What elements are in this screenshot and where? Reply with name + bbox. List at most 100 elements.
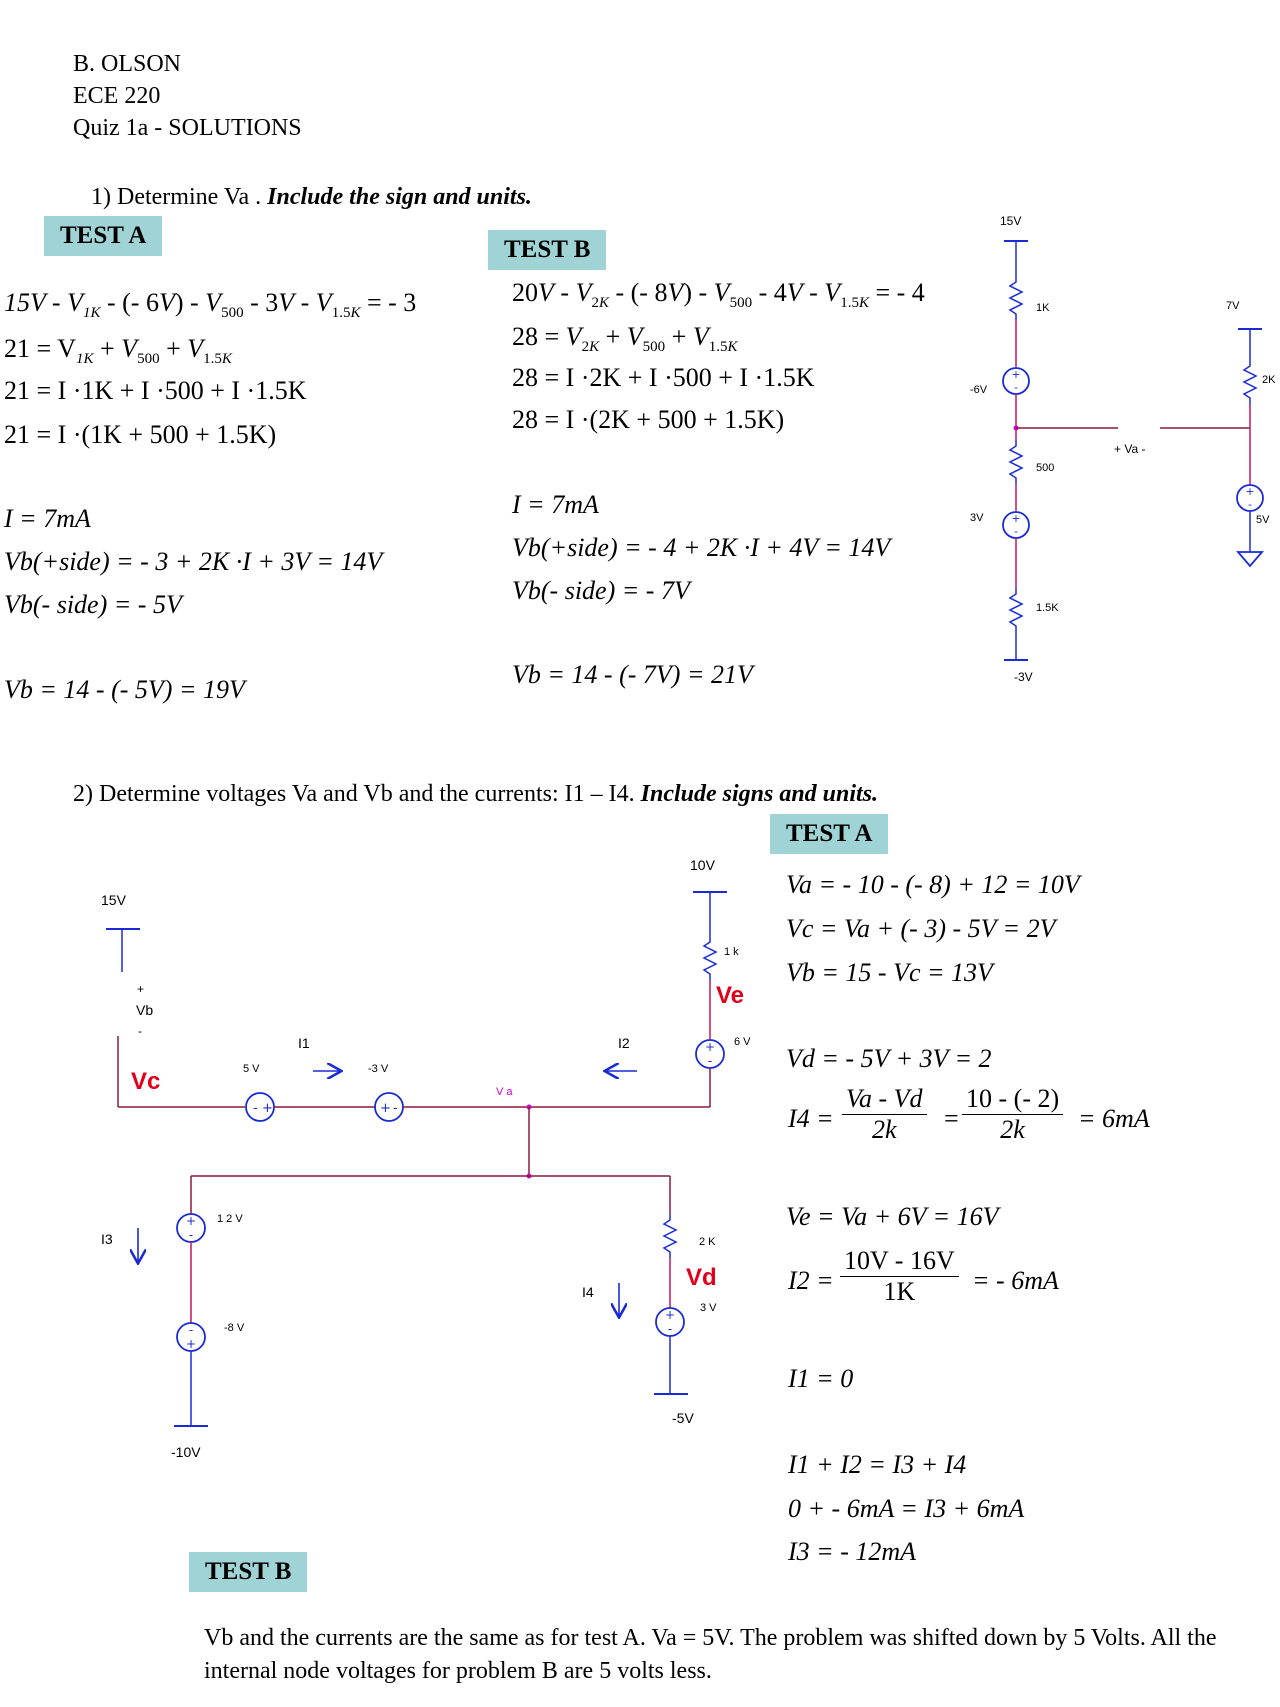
q2a-i4-eq: = xyxy=(944,1104,959,1133)
q1a-eq-4: 21 = I ·(1K + 500 + 1.5K) xyxy=(4,420,277,449)
q2-test-b-tag: TEST B xyxy=(189,1552,308,1592)
q2-node-va: V a xyxy=(496,1086,513,1098)
q1-circuit-va-label: + Va - xyxy=(1114,442,1146,456)
q1-circuit-right-supply: 7V xyxy=(1226,300,1240,312)
q1a-eq-6: Vb(+side) = - 3 + 2K ·I + 3V = 14V xyxy=(4,547,383,576)
q2-test-a-tag: TEST A xyxy=(770,814,889,854)
q2a-i4-frac2: 10 - (- 2) 2k xyxy=(962,1084,1064,1145)
q2-i1-label: I1 xyxy=(298,1035,310,1051)
q2-r-2k: 2 K xyxy=(699,1236,716,1248)
q1b-eq-2: 28 = V2K + V500 + V1.5K xyxy=(512,322,738,356)
q2a-i4-frac1: Va - Vd 2k xyxy=(842,1084,927,1145)
q2a-eq-kcl2: 0 + - 6mA = I3 + 6mA xyxy=(788,1494,1025,1523)
q2-test-b-text: Vb and the currents are the same as for … xyxy=(204,1625,1217,1684)
q2a-eq-i1: I1 = 0 xyxy=(788,1364,854,1393)
svg-text:-: - xyxy=(393,1101,398,1116)
document-title: Quiz 1a - SOLUTIONS xyxy=(73,115,302,141)
q2-resistor-1k xyxy=(702,936,718,980)
q1-circuit-src3-label: 5V xyxy=(1256,514,1270,526)
q1b-eq-4: 28 = I ·(2K + 500 + 1.5K) xyxy=(512,405,785,434)
q2a-eq-ve: Ve = Va + 6V = 16V xyxy=(786,1202,999,1231)
q2a-eq-vd: Vd = - 5V + 3V = 2 xyxy=(786,1044,992,1073)
svg-text:+: + xyxy=(186,1214,196,1228)
course: ECE 220 xyxy=(73,83,161,109)
question-1-prompt: 1) Determine Va . xyxy=(91,184,262,210)
svg-text:+: + xyxy=(262,1101,273,1116)
q1-circuit-r1-label: 1K xyxy=(1036,302,1050,314)
q2-vb-label: Vb xyxy=(136,1002,154,1018)
q1a-eq-1: 15V - V1K - (- 6V) - V500 - 3V - V1.5K =… xyxy=(4,288,417,322)
svg-text:-: - xyxy=(1014,525,1018,538)
q2a-eq-kcl: I1 + I2 = I3 + I4 xyxy=(788,1450,967,1479)
q2a-eq-i3: I3 = - 12mA xyxy=(788,1537,917,1566)
q2a-eq-vc: Vc = Va + (- 3) - 5V = 2V xyxy=(786,914,1056,943)
q2-bottom-left: -10V xyxy=(171,1444,201,1460)
q2-r-1k: 1 k xyxy=(724,946,739,958)
question-2: 2) Determine voltages Va and Vb and the … xyxy=(73,781,878,808)
q2-node-ve: Ve xyxy=(716,982,745,1009)
q1b-eq-7: Vb(- side) = - 7V xyxy=(512,576,690,605)
svg-text:-: - xyxy=(668,1322,672,1336)
q2-src-6v: 6 V xyxy=(734,1036,751,1048)
q1b-eq-3: 28 = I ·2K + I ·500 + I ·1.5K xyxy=(512,363,815,392)
q1-ground-icon xyxy=(1236,551,1264,568)
svg-text:+: + xyxy=(1011,512,1020,525)
q1-test-a-tag: TEST A xyxy=(44,216,163,256)
question-2-prompt: 2) Determine voltages Va and Vb and the … xyxy=(73,781,635,807)
q2-left-supply: 15V xyxy=(101,892,126,908)
q1-circuit-r4-label: 2K xyxy=(1262,374,1276,386)
svg-text:+: + xyxy=(1011,368,1020,381)
q2-vb-plus: + xyxy=(137,982,145,996)
q1a-eq-5: I = 7mA xyxy=(4,504,91,533)
svg-text:+: + xyxy=(705,1040,715,1054)
svg-text:-: - xyxy=(1014,381,1018,394)
q2-i4-label: I4 xyxy=(582,1284,594,1300)
q1-resistor-500 xyxy=(1008,440,1024,484)
q2-node-vc: Vc xyxy=(131,1068,161,1095)
q2-resistor-2k xyxy=(662,1214,678,1258)
question-1-emphasis: Include the sign and units. xyxy=(267,184,532,210)
svg-text:+: + xyxy=(665,1308,675,1322)
q1-test-b-tag: TEST B xyxy=(488,230,607,270)
q1-circuit-src2-label: 3V xyxy=(970,512,984,524)
q1-circuit-bottom: -3V xyxy=(1014,670,1033,684)
q1b-eq-5: I = 7mA xyxy=(512,490,599,519)
q1-circuit-src1-label: -6V xyxy=(970,384,988,396)
q2-src-3v: 3 V xyxy=(700,1302,717,1314)
q1a-eq-3: 21 = I ·1K + I ·500 + I ·1.5K xyxy=(4,376,307,405)
q1-circuit: + - + - + - xyxy=(1002,240,1264,661)
q1a-eq-7: Vb(- side) = - 5V xyxy=(4,590,182,619)
q2a-i4-label: I4 = xyxy=(788,1104,834,1133)
question-1: 1) Determine Va . Include the sign and u… xyxy=(91,184,532,211)
q2-src-m3v: -3 V xyxy=(368,1063,389,1075)
q1a-eq-8: Vb = 14 - (- 5V) = 19V xyxy=(4,675,245,704)
svg-text:+: + xyxy=(186,1337,196,1351)
svg-text:-: - xyxy=(253,1101,258,1116)
svg-text:+: + xyxy=(380,1101,391,1116)
q1b-eq-1: 20V - V2K - (- 8V) - V500 - 4V - V1.5K =… xyxy=(512,278,925,312)
q2-circuit: - + + - + - + - - + xyxy=(106,891,727,1427)
svg-text:-: - xyxy=(189,1323,193,1337)
svg-text:-: - xyxy=(1248,498,1252,511)
q2-i2-label: I2 xyxy=(618,1035,630,1051)
q2-i3-label: I3 xyxy=(101,1231,113,1247)
q2a-eq-va: Va = - 10 - (- 8) + 12 = 10V xyxy=(786,870,1080,899)
q2-src-12v: 1 2 V xyxy=(217,1213,243,1225)
q1-circuit-r2-label: 500 xyxy=(1036,462,1055,474)
q1-resistor-1-5k xyxy=(1008,588,1024,632)
q1a-eq-2: 21 = V1K + V500 + V1.5K xyxy=(4,334,232,368)
q1-circuit-r3-label: 1.5K xyxy=(1036,602,1059,614)
q2a-i4-result: = 6mA xyxy=(1078,1104,1150,1133)
author: B. OLSON xyxy=(73,51,182,77)
svg-text:-: - xyxy=(708,1054,712,1068)
q2a-i2-label: I2 = xyxy=(788,1266,834,1295)
svg-text:-: - xyxy=(189,1228,193,1242)
q1-resistor-2k xyxy=(1242,360,1258,404)
q2-node-vd: Vd xyxy=(686,1264,717,1291)
q1-circuit-top-supply: 15V xyxy=(1000,214,1022,228)
q1b-eq-8: Vb = 14 - (- 7V) = 21V xyxy=(512,660,753,689)
q1b-eq-6: Vb(+side) = - 4 + 2K ·I + 4V = 14V xyxy=(512,533,891,562)
q2a-i2-result: = - 6mA xyxy=(972,1266,1059,1295)
q2-src-5v: 5 V xyxy=(243,1063,260,1075)
